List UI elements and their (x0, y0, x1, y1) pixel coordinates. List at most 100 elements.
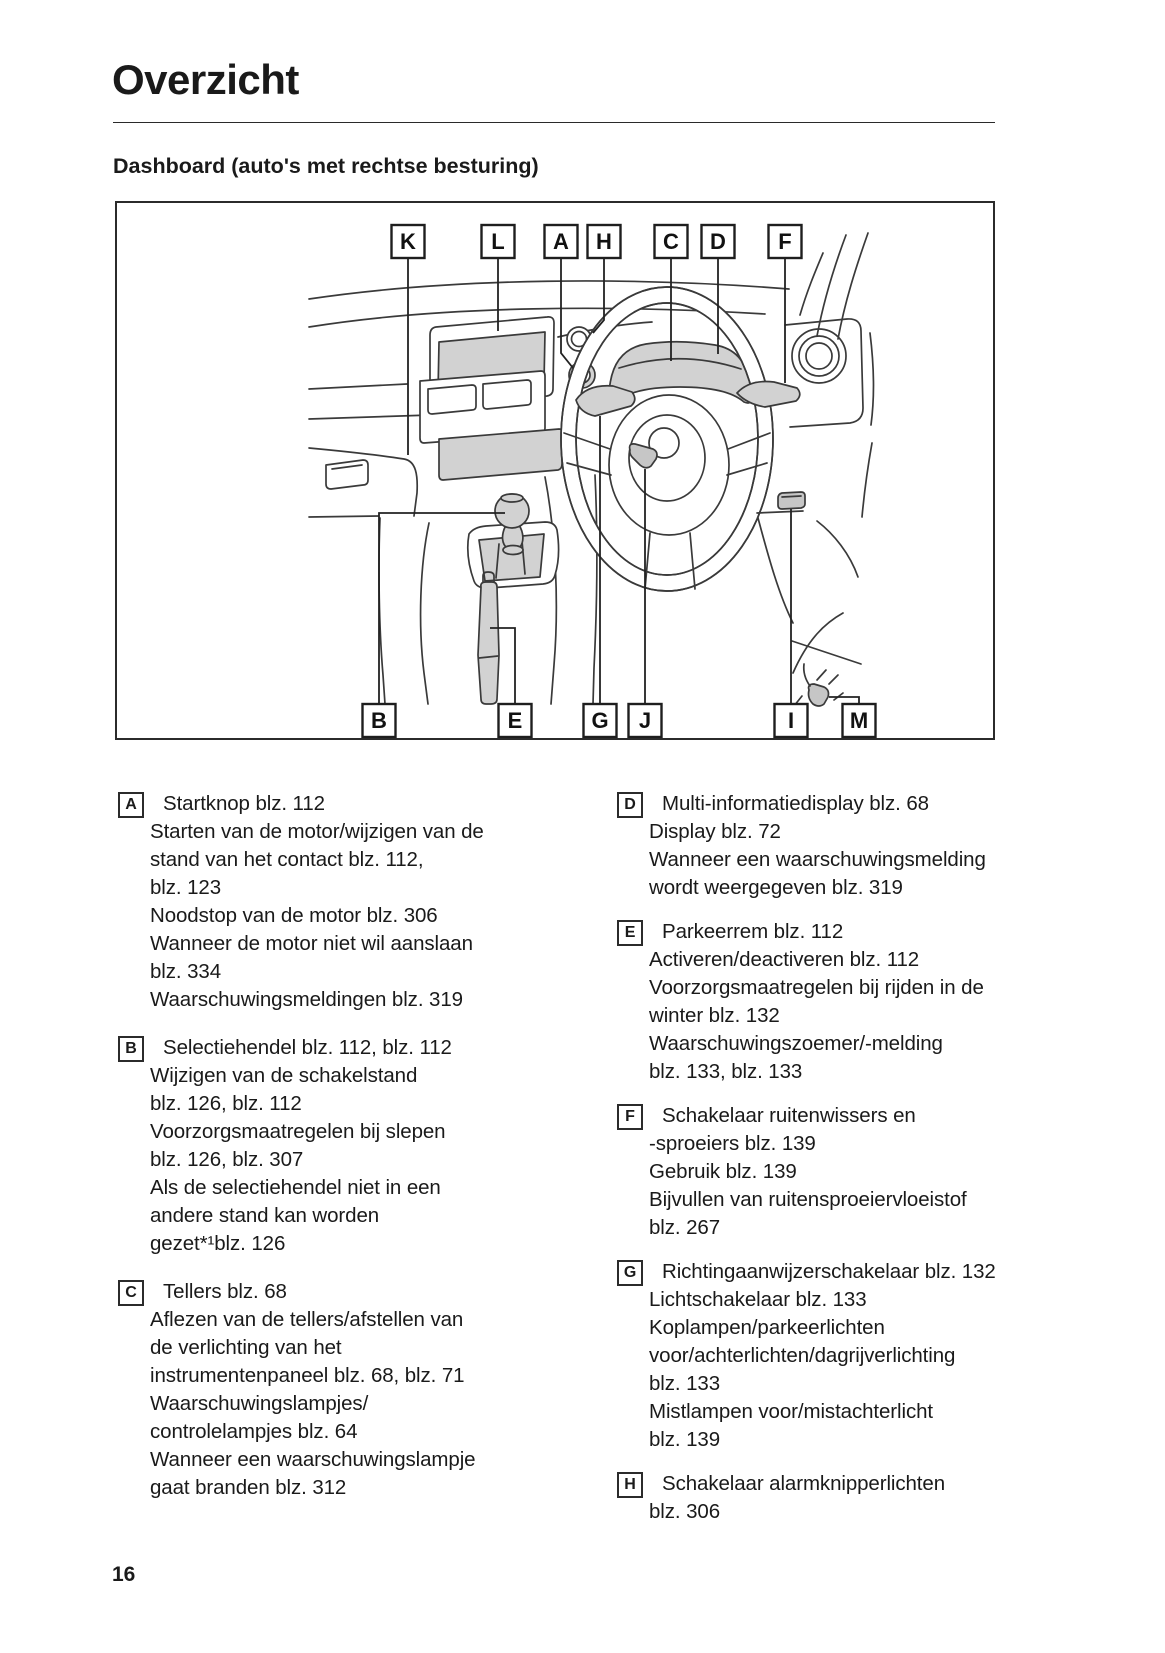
callout-g: G (582, 702, 618, 738)
gear-lever-collar (502, 544, 524, 556)
leader-M (829, 696, 860, 704)
spoke (566, 462, 612, 476)
legend-item-line: blz. 133, blz. 133 (649, 1060, 803, 1083)
legend-item-title: Schakelaar ruitenwissers en (662, 1104, 916, 1127)
latch-handle (325, 459, 369, 490)
legend-item-line: wordt weergegeven blz. 319 (649, 876, 903, 899)
side-vent-housing (784, 318, 864, 428)
airbag-pad (628, 414, 706, 502)
a-pillar-line (837, 232, 869, 340)
lower-dash-switch-line (781, 495, 802, 498)
callout-c: C (653, 223, 689, 260)
legend-letter-box: B (118, 1036, 144, 1062)
svg-text:A: A (553, 229, 569, 254)
legend-item-line: Waarschuwingslampjes/ (150, 1392, 369, 1415)
dash-shelf-line (308, 383, 408, 390)
legend-item-line: Waarschuwingsmeldingen blz. 319 (150, 988, 463, 1011)
legend-item-line: blz. 123 (150, 876, 222, 899)
shift-boot-fold (495, 543, 500, 579)
legend-item-line: Wanneer een waarschuwingsmelding (649, 848, 986, 871)
legend-item-line: Wanneer een waarschuwingslampje (150, 1448, 476, 1471)
footwell-line (792, 612, 844, 674)
center-vent-right (482, 379, 532, 410)
callout-l: L (480, 223, 516, 260)
svg-text:K: K (400, 229, 416, 254)
leader-H (592, 258, 605, 334)
shift-boot-fold (521, 540, 526, 575)
page-number: 16 (112, 1563, 136, 1586)
leader-E (490, 627, 516, 704)
dashboard-illustration: K L A H C D F B E (308, 223, 877, 738)
svg-text:I: I (788, 708, 794, 733)
spoke (689, 532, 696, 590)
svg-text:B: B (371, 708, 387, 733)
turn-signal-stalk (575, 384, 636, 417)
svg-text:M: M (850, 708, 868, 733)
legend-item-title: Parkeerrem blz. 112 (662, 920, 844, 943)
svg-text:E: E (508, 708, 523, 733)
release-lever (807, 683, 830, 707)
climate-panel (438, 428, 564, 481)
callout-m: M (841, 702, 877, 738)
legend-item-line: voor/achterlichten/dagrijverlichting (649, 1344, 956, 1367)
steering-hub (608, 394, 730, 536)
dash-lower-edge (308, 447, 419, 517)
spoke (563, 432, 611, 450)
legend-item-line: blz. 126, blz. 112 (150, 1092, 302, 1115)
callout-leaders (378, 258, 860, 704)
callout-a: A (543, 223, 579, 260)
wiper-stalk (736, 380, 801, 408)
legend-item-title: Richtingaanwijzerschakelaar blz. 132 (662, 1260, 996, 1283)
legend-item-line: -sproeiers blz. 139 (649, 1132, 816, 1155)
dash-shelf-line (308, 414, 432, 420)
callout-f: F (767, 223, 803, 260)
console-outline (544, 476, 558, 705)
knee-panel-line (756, 510, 804, 514)
svg-text:G: G (591, 708, 608, 733)
leader-A (560, 258, 574, 369)
dash-bottom-line (308, 515, 380, 518)
callout-h: H (586, 223, 622, 260)
door-edge-line (869, 332, 875, 426)
callout-k: K (390, 223, 426, 260)
footwell-line (791, 640, 862, 665)
legend-item-line: blz. 139 (649, 1428, 721, 1451)
legend-item-line: Als de selectiehendel niet in een (150, 1176, 441, 1199)
legend-item-line: blz. 306 (649, 1500, 721, 1523)
spoke (727, 432, 771, 450)
footwell-line (816, 520, 859, 578)
legend-item-line: Koplampen/parkeerlichten (649, 1316, 885, 1339)
legend-item-line: stand van het contact blz. 112, (150, 848, 424, 871)
a-pillar-line (816, 234, 847, 337)
tilt-lever (628, 443, 658, 469)
side-vent (798, 335, 840, 377)
page-title: Overzicht (112, 56, 299, 104)
svg-text:C: C (663, 229, 679, 254)
legend-item-line: Lichtschakelaar blz. 133 (649, 1288, 867, 1311)
dashboard-diagram-frame: K L A H C D F B E (115, 201, 995, 740)
callout-e: E (497, 702, 533, 738)
legend-item-title: Schakelaar alarmknipperlichten (662, 1472, 946, 1495)
legend-letter-box: E (617, 920, 643, 946)
legend-item-line: winter blz. 132 (649, 1004, 780, 1027)
callout-d: D (700, 223, 736, 260)
legend-item-title: Multi-informatiedisplay blz. 68 (662, 792, 929, 815)
hatch-stroke (828, 674, 839, 685)
release-lever-arm (802, 663, 811, 687)
legend-item-line: Voorzorgsmaatregelen bij rijden in de (649, 976, 984, 999)
lower-dash-switch (777, 491, 806, 510)
airbag-emblem (648, 427, 680, 459)
legend-item-line: Wanneer de motor niet wil aanslaan (150, 932, 473, 955)
legend-item-line: blz. 126, blz. 307 (150, 1148, 304, 1171)
legend-item-line: Wijzigen van de schakelstand (150, 1064, 418, 1087)
